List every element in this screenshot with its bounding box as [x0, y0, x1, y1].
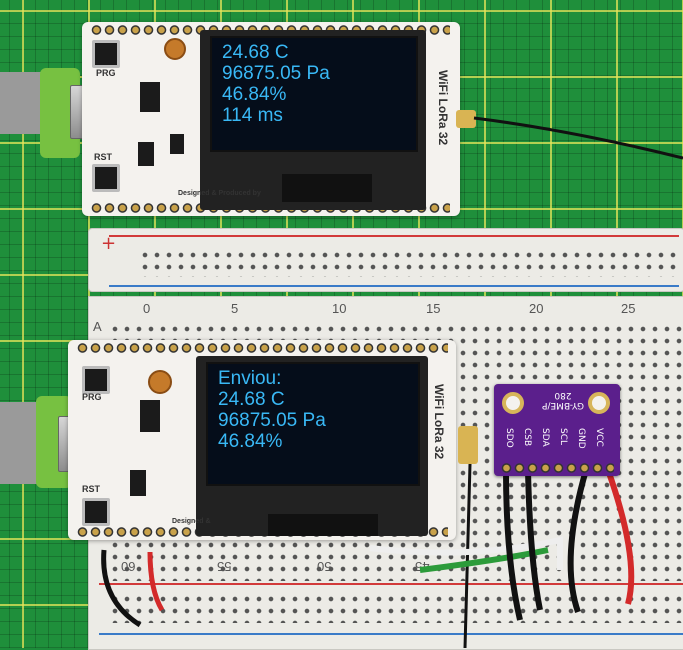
antenna-coil — [164, 38, 186, 60]
breadboard-top-rail: + — [88, 228, 683, 292]
col-number-10: 10 — [332, 301, 347, 316]
rst-button[interactable] — [92, 164, 120, 192]
oled-display-bottom: Enviou: 24.68 C 96875.05 Pa 46.84% — [206, 362, 420, 486]
breadboard-row-letter: A — [93, 319, 102, 334]
antenna-wire-top — [473, 116, 683, 160]
prg-button[interactable] — [92, 40, 120, 68]
plus-sign: + — [101, 233, 117, 254]
pin-label-gnd: GND — [576, 428, 586, 449]
rst-label: RST — [94, 152, 112, 162]
col-number-25: 25 — [621, 301, 636, 316]
pin-label-scl: SCL — [558, 428, 568, 446]
board-bottom: PRG RST Enviou: 24.68 C 96875.05 Pa 46.8… — [68, 340, 456, 540]
oled-line: 46.84% — [218, 431, 283, 452]
prg-label: PRG — [82, 392, 102, 402]
pin-label-sdo: SDO — [504, 428, 514, 448]
rst-button[interactable] — [82, 498, 110, 526]
mount-hole — [588, 392, 610, 414]
bme280-sensor: GY-BME/P 280 SDO CSB SDA SCL GND VCC — [494, 384, 620, 476]
oled-line: 96875.05 Pa — [222, 63, 330, 84]
pcb-credit: Designed & — [172, 518, 211, 525]
pcb-credit: Designed & Produced by — [178, 190, 261, 197]
pin-label-sda: SDA — [540, 428, 550, 447]
prg-label: PRG — [96, 68, 116, 78]
antenna-connector-bottom — [458, 426, 478, 464]
oled-line: 114 ms — [222, 105, 283, 126]
oled-display-top: 24.68 C 96875.05 Pa 46.84% 114 ms — [210, 36, 418, 152]
col-number-5: 5 — [231, 301, 239, 316]
oled-line: 96875.05 Pa — [218, 410, 326, 431]
col-number-0: 0 — [143, 301, 151, 316]
mount-hole — [502, 392, 524, 414]
oled-line: Enviou: — [218, 368, 282, 389]
pin-label-vcc: VCC — [594, 428, 604, 447]
prg-button[interactable] — [82, 366, 110, 394]
oled-line: 24.68 C — [222, 42, 289, 63]
col-number-15: 15 — [426, 301, 441, 316]
rst-label: RST — [82, 484, 100, 494]
board-top: PRG RST 24.68 C 96875.05 Pa 46.84% 114 m… — [82, 22, 460, 216]
antenna-coil — [148, 370, 172, 394]
oled-line: 46.84% — [222, 84, 287, 105]
oled-line: 24.68 C — [218, 389, 285, 410]
antenna-connector-top — [456, 110, 476, 128]
sensor-title: GY-BME/P 280 — [542, 390, 584, 410]
col-number-20: 20 — [529, 301, 544, 316]
pin-label-csb: CSB — [522, 428, 532, 447]
